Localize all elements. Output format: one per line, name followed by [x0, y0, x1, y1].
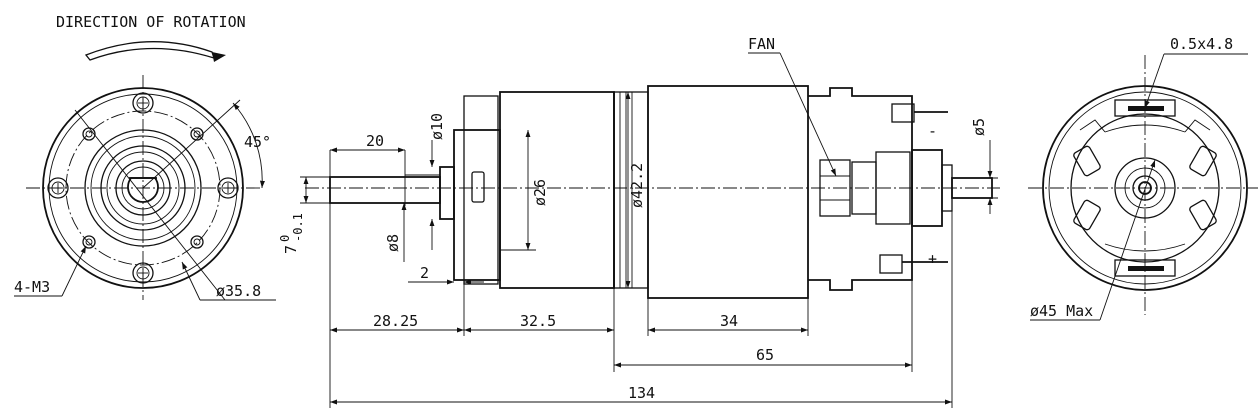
shaft-end-icon [127, 177, 159, 203]
output-shaft [329, 176, 441, 204]
mount-holes-label: 4-M3 [14, 278, 50, 296]
minus-label: - [928, 122, 937, 140]
rear-terminal-bottom [1114, 259, 1176, 277]
rotation-arrow-icon [84, 41, 216, 61]
side-view: - + FAN 20 ø10 ø8 7 0 -0.1 2 ø26 [278, 35, 1000, 408]
pcd-circle [65, 110, 221, 266]
rear-shaft-dia-label: ø5 [970, 118, 988, 136]
screw-icon [132, 262, 154, 284]
motor-can [647, 85, 809, 299]
flat-tol-lower: -0.1 [291, 213, 305, 242]
terminal-size-label: 0.5x4.8 [1170, 35, 1233, 53]
terminal-plus [879, 254, 903, 274]
shaft-dia-label: ø8 [384, 234, 402, 252]
brush-slot-icon [1073, 145, 1217, 231]
screw-icon [132, 92, 154, 114]
screw-icon [217, 177, 239, 199]
shaft-length-label: 20 [366, 132, 384, 150]
motor-length-label: 34 [720, 312, 738, 330]
terminal-minus [891, 103, 915, 123]
plus-label: + [928, 250, 937, 268]
motor-total-label: 65 [756, 346, 774, 364]
rear-terminal-top [1114, 99, 1176, 117]
motor-dia-label: ø42.2 [628, 163, 646, 208]
direction-of-rotation-label: DIRECTION OF ROTATION [56, 13, 246, 31]
rear-view: 0.5x4.8 ø45 Max [1028, 35, 1258, 321]
front-view: DIRECTION OF ROTATION [14, 13, 276, 301]
gearbox-length-label: 32.5 [520, 312, 556, 330]
gearbox-housing [499, 91, 615, 289]
angle-label: 45° [244, 133, 271, 151]
front-outer-circle [42, 87, 244, 289]
gear-flange [453, 129, 501, 281]
gearbox-dia-label: ø26 [531, 179, 549, 206]
end-cap [808, 87, 913, 291]
boss-height-label: 2 [420, 264, 429, 282]
boss-dia-label: ø10 [428, 113, 446, 140]
fan-icon [819, 159, 851, 217]
pcd-label: ø35.8 [216, 282, 261, 300]
front-rim-circle [48, 93, 238, 283]
shaft-boss [439, 166, 455, 220]
screw-icon [47, 177, 69, 199]
rear-outer-circle [1042, 85, 1248, 291]
front-length-label: 28.25 [373, 312, 418, 330]
max-diameter-label: ø45 Max [1030, 302, 1093, 320]
overall-length-label: 134 [628, 384, 655, 402]
fan-label: FAN [748, 35, 775, 53]
flat-tol-upper: 0 [278, 235, 292, 242]
flat-label: 7 [282, 245, 300, 254]
m3-hole-icon [82, 127, 204, 249]
